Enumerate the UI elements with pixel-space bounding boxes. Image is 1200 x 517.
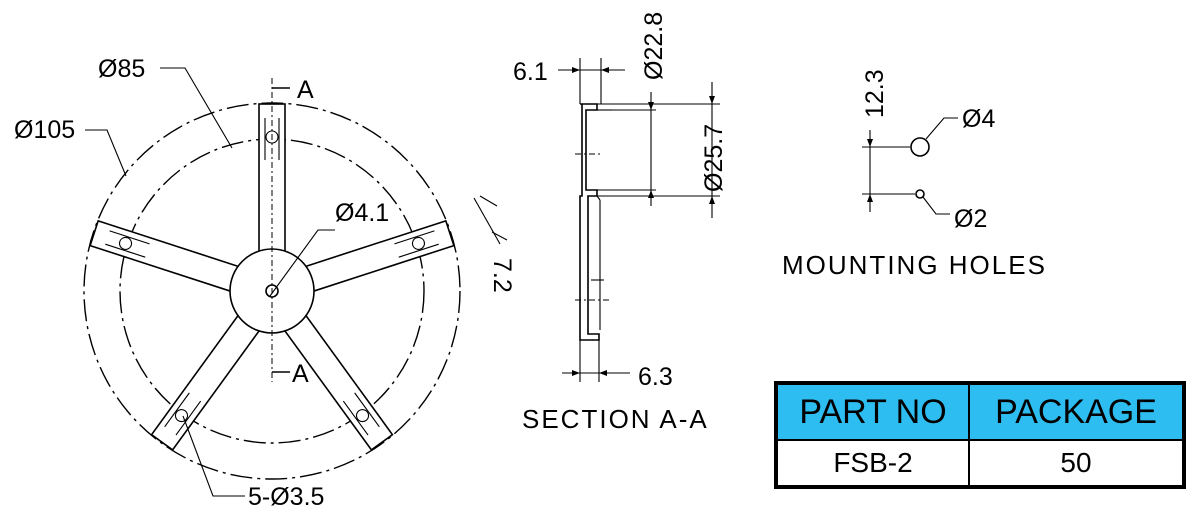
section-profile bbox=[579, 103, 600, 341]
dim-top-flange: 6.1 bbox=[513, 58, 548, 86]
dim-hole-spacing: 12.3 bbox=[861, 69, 889, 118]
dim-hub-outer: Ø25.7 bbox=[700, 124, 728, 192]
front-view: A A Ø85 Ø105 Ø4.1 7.2 5-Ø3.5 bbox=[14, 55, 516, 511]
small-hole bbox=[915, 189, 925, 199]
dim-mounting-holes: 5-Ø3.5 bbox=[248, 483, 324, 511]
dim-arm-width: 7.2 bbox=[488, 258, 516, 293]
header-package: PACKAGE bbox=[970, 385, 1182, 441]
mounting-holes-view: 12.3 Ø4 Ø2 MOUNTING HOLES bbox=[782, 69, 1047, 280]
dim-outer-diameter: Ø105 bbox=[14, 116, 75, 144]
section-view: Ø25.7 Ø22.8 6.1 6.3 SECTION A-A bbox=[513, 12, 728, 434]
section-mark-bottom: A bbox=[292, 360, 309, 388]
spokes bbox=[89, 103, 455, 452]
cell-part-no: FSB-2 bbox=[778, 441, 970, 485]
spoke-4 bbox=[150, 312, 262, 452]
mounting-holes-caption: MOUNTING HOLES bbox=[782, 250, 1047, 280]
spoke-2 bbox=[302, 219, 455, 293]
large-hole bbox=[910, 137, 930, 157]
part-spec-table: PART NO PACKAGE FSB-2 50 bbox=[774, 381, 1186, 489]
section-mark-top: A bbox=[297, 76, 314, 104]
dim-small-hole: Ø2 bbox=[954, 205, 987, 233]
header-part-no: PART NO bbox=[778, 385, 970, 441]
dim-inner-diameter: Ø85 bbox=[98, 55, 145, 83]
cell-package: 50 bbox=[1060, 447, 1092, 478]
section-caption: SECTION A-A bbox=[522, 404, 709, 434]
dim-bore: Ø22.8 bbox=[640, 12, 668, 80]
dim-bottom-step: 6.3 bbox=[638, 363, 673, 391]
spoke-5 bbox=[89, 219, 242, 293]
dim-large-hole: Ø4 bbox=[962, 105, 995, 133]
dim-hub-hole: Ø4.1 bbox=[335, 199, 389, 227]
